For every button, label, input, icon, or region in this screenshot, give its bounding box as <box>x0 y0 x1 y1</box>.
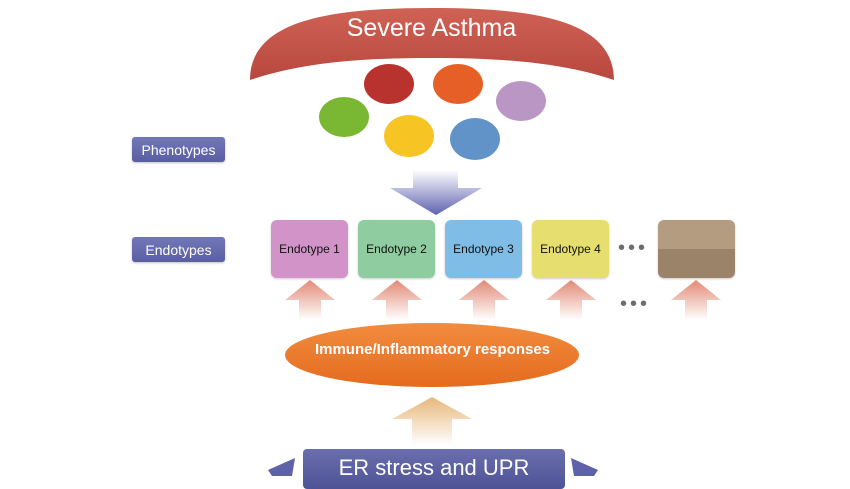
up-arrow-4 <box>546 280 596 320</box>
er-stress-label: ER stress and UPR <box>338 455 530 480</box>
up-arrow-1 <box>285 280 335 320</box>
endotype-label: Endotype 1 <box>279 242 340 256</box>
phenotype-circle-2 <box>433 64 483 104</box>
endotype-label: Endotype 3 <box>453 242 514 256</box>
er-stress-box: ER stress and UPR <box>303 449 565 489</box>
endotype-label: Endotype 4 <box>540 242 601 256</box>
up-arrow-3 <box>459 280 509 320</box>
arrow-ellipsis: ••• <box>620 293 651 315</box>
er-to-immune-arrow <box>392 397 472 445</box>
severe-asthma-title: Severe Asthma <box>346 14 517 42</box>
endotype-box-1: Endotype 1 <box>271 220 348 278</box>
phenotype-circle-1 <box>364 64 414 104</box>
phenotype-circle-4 <box>319 97 369 137</box>
immune-response-label: Immune/Inflammatory responses <box>314 341 551 358</box>
phenotypes-label: Phenotypes <box>132 137 225 162</box>
endotype-box-3: Endotype 3 <box>445 220 522 278</box>
diagram-canvas <box>250 8 721 476</box>
endotype-box-more <box>658 220 735 278</box>
er-left-arrowhead <box>268 458 295 476</box>
phenotype-circle-5 <box>384 115 434 157</box>
phenotype-circle-6 <box>450 118 500 160</box>
endotype-up-arrows <box>285 280 721 320</box>
phenotype-to-endotype-arrow <box>390 170 482 215</box>
endotype-ellipsis: ••• <box>618 237 649 259</box>
immune-response-ellipse <box>285 323 579 387</box>
up-arrow-5 <box>671 280 721 320</box>
er-right-arrowhead <box>571 458 598 476</box>
severe-asthma-banner <box>250 8 614 80</box>
phenotype-circle-3 <box>496 81 546 121</box>
up-arrow-2 <box>372 280 422 320</box>
endotype-label: Endotype 2 <box>366 242 427 256</box>
endotype-box-2: Endotype 2 <box>358 220 435 278</box>
endotypes-label: Endotypes <box>132 237 225 262</box>
endotype-box-4: Endotype 4 <box>532 220 609 278</box>
